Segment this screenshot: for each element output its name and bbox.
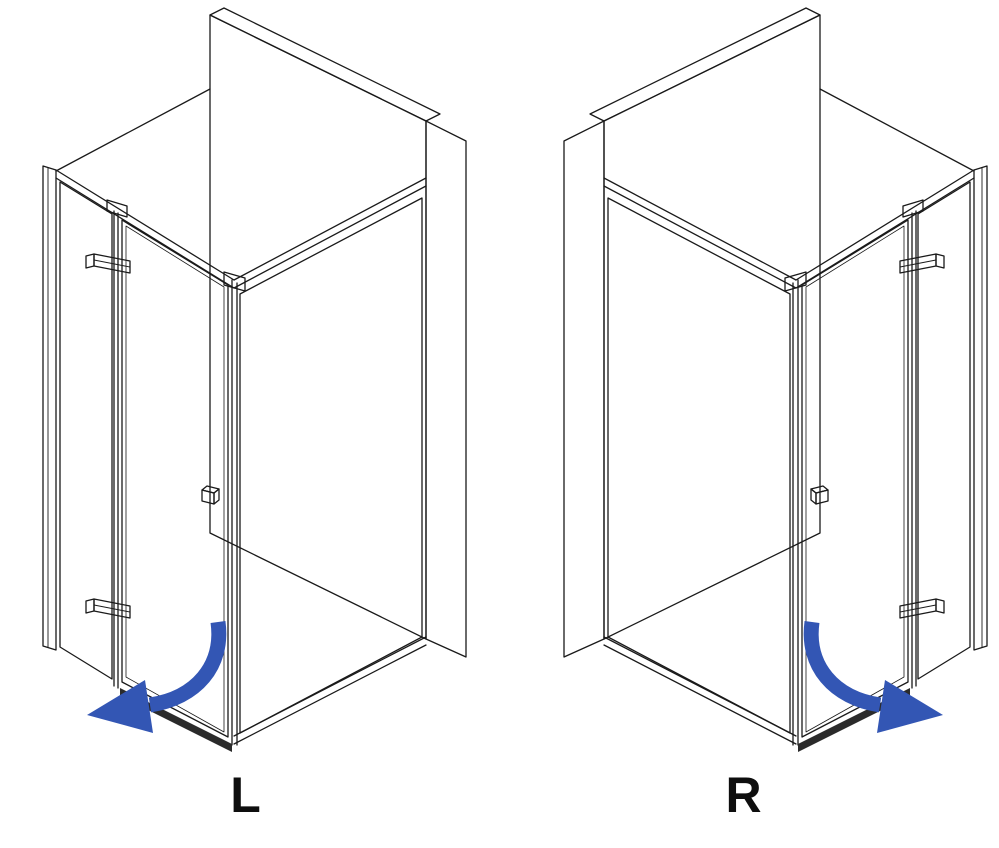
- shower-enclosure-right-drawing: [534, 4, 994, 764]
- shower-enclosure-left-drawing: [36, 4, 496, 764]
- figure-label-right: R: [725, 767, 763, 823]
- figure-right-variant: R: [534, 4, 994, 823]
- figure-label-left: L: [230, 767, 262, 823]
- figure-left-variant: L: [36, 4, 496, 823]
